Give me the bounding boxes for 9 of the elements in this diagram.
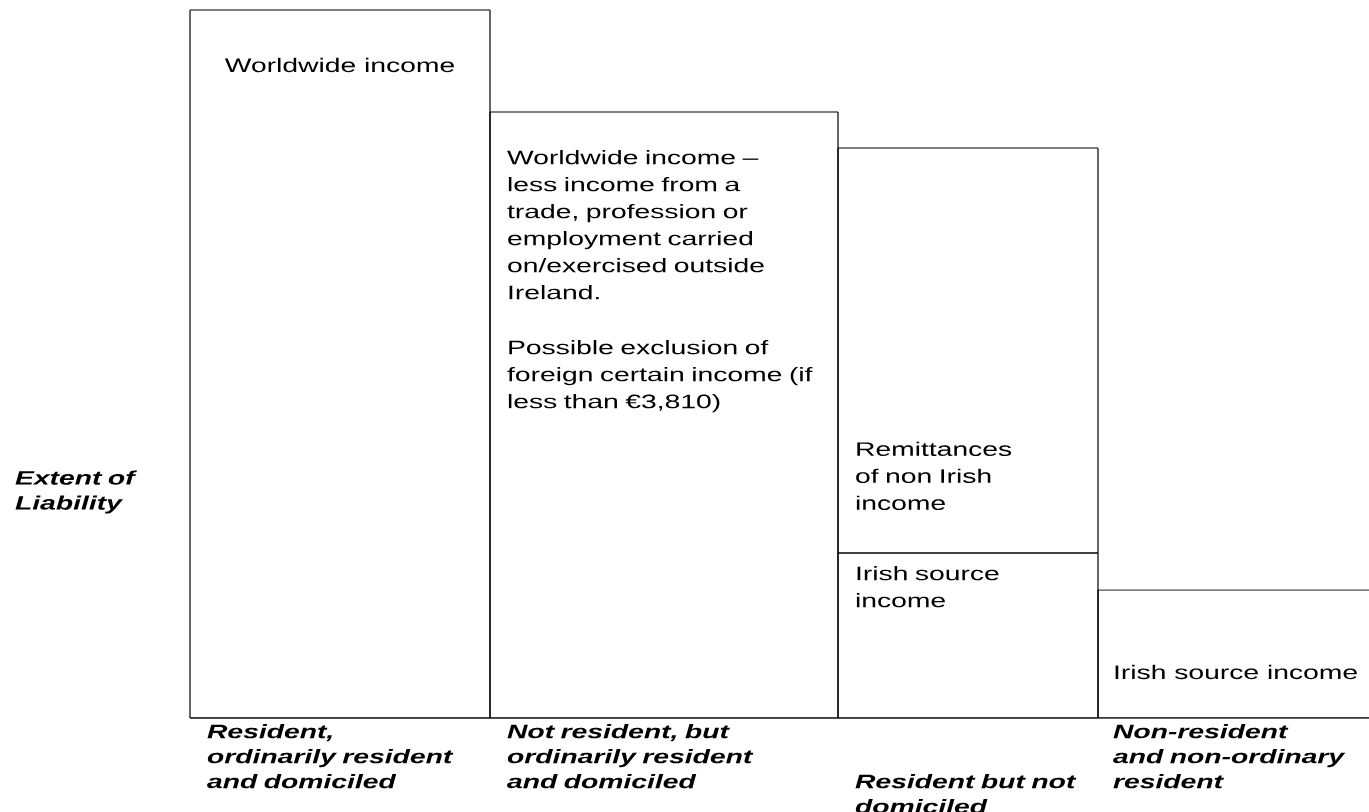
income-bar: Remittances of non Irish income [837,147,1099,554]
income-bar: Irish source income [837,552,1099,719]
column-label: Resident, ordinarily resident and domiciled [207,724,454,789]
income-bar: Irish source income [1097,589,1369,719]
column-label: Non-resident and non-ordinary resident [1113,724,1346,789]
income-bar: Worldwide income – less income from a trade, profession or employment carried on/exercised outside Ireland. Possible exclusion of foreign certain income (if less than €3,810) [489,111,839,719]
income-bar: Worldwide income [189,9,491,719]
column-label: Not resident, but ordinarily resident and domiciled [507,724,754,789]
axis-label: Extent of Liability [15,470,137,514]
